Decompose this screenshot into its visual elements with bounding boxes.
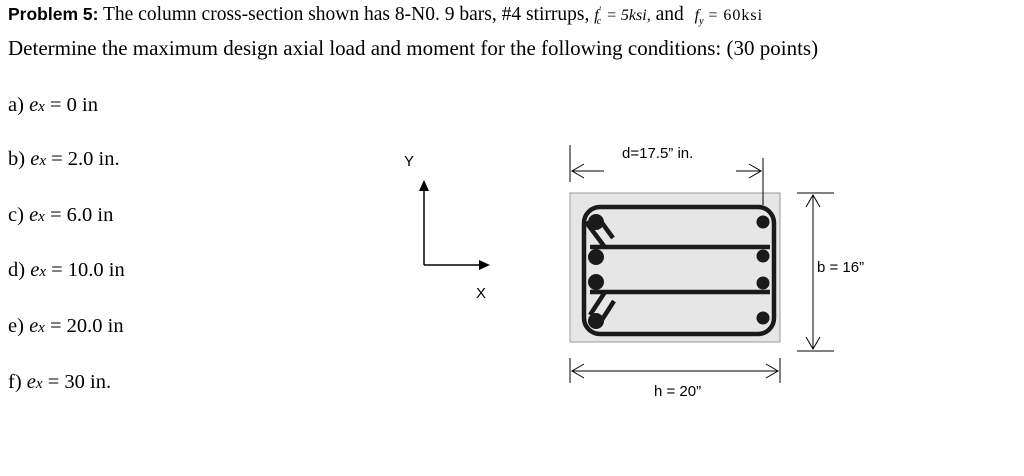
problem-label: Problem 5:: [8, 4, 99, 24]
stirrups: [581, 204, 777, 337]
rebar: [756, 311, 770, 325]
problem-statement: Problem 5: The column cross-section show…: [8, 4, 763, 27]
x-arrow-head: [479, 260, 490, 270]
dim-d-label: d=17.5” in.: [622, 145, 693, 162]
rebar: [756, 215, 770, 229]
outer-stirrup: [581, 204, 777, 337]
axis-y-label: Y: [404, 153, 414, 170]
condition-f: f) ex = 30 in.: [8, 371, 112, 393]
axis-indicator: Y X: [404, 153, 490, 302]
dim-h-label: h = 20”: [654, 383, 701, 400]
rebar: [756, 249, 770, 263]
rebars: [588, 214, 770, 329]
problem-instruction: Determine the maximum design axial load …: [8, 36, 819, 60]
rebar: [588, 214, 604, 230]
fy-symbol: fy: [694, 7, 704, 28]
rebar: [588, 313, 604, 329]
rebar: [756, 276, 770, 290]
fy-value: = 60ksi: [708, 7, 764, 24]
dimension-h: [569, 358, 781, 383]
axis-x-label: X: [476, 285, 486, 302]
condition-d: d) ex = 10.0 in: [8, 259, 125, 281]
y-arrow-head: [419, 180, 429, 191]
dimension-d: [569, 145, 764, 205]
rebar: [588, 249, 604, 265]
dimension-b: [797, 192, 834, 352]
fc-value: = 5ksi,: [606, 7, 651, 24]
condition-c: c) ex = 6.0 in: [8, 204, 114, 226]
rebar: [588, 274, 604, 290]
and-word: and: [655, 4, 684, 25]
problem-text: The column cross-section shown has 8-N0.…: [102, 4, 590, 25]
hook-3: [588, 290, 607, 317]
dim-b-label: b = 16”: [817, 259, 864, 276]
condition-b: b) ex = 2.0 in.: [8, 148, 120, 170]
condition-e: e) ex = 20.0 in: [8, 315, 124, 337]
hook-1: [584, 220, 606, 248]
fc-symbol: f'c: [594, 5, 602, 28]
condition-a: a) ex = 0 in: [8, 94, 98, 116]
